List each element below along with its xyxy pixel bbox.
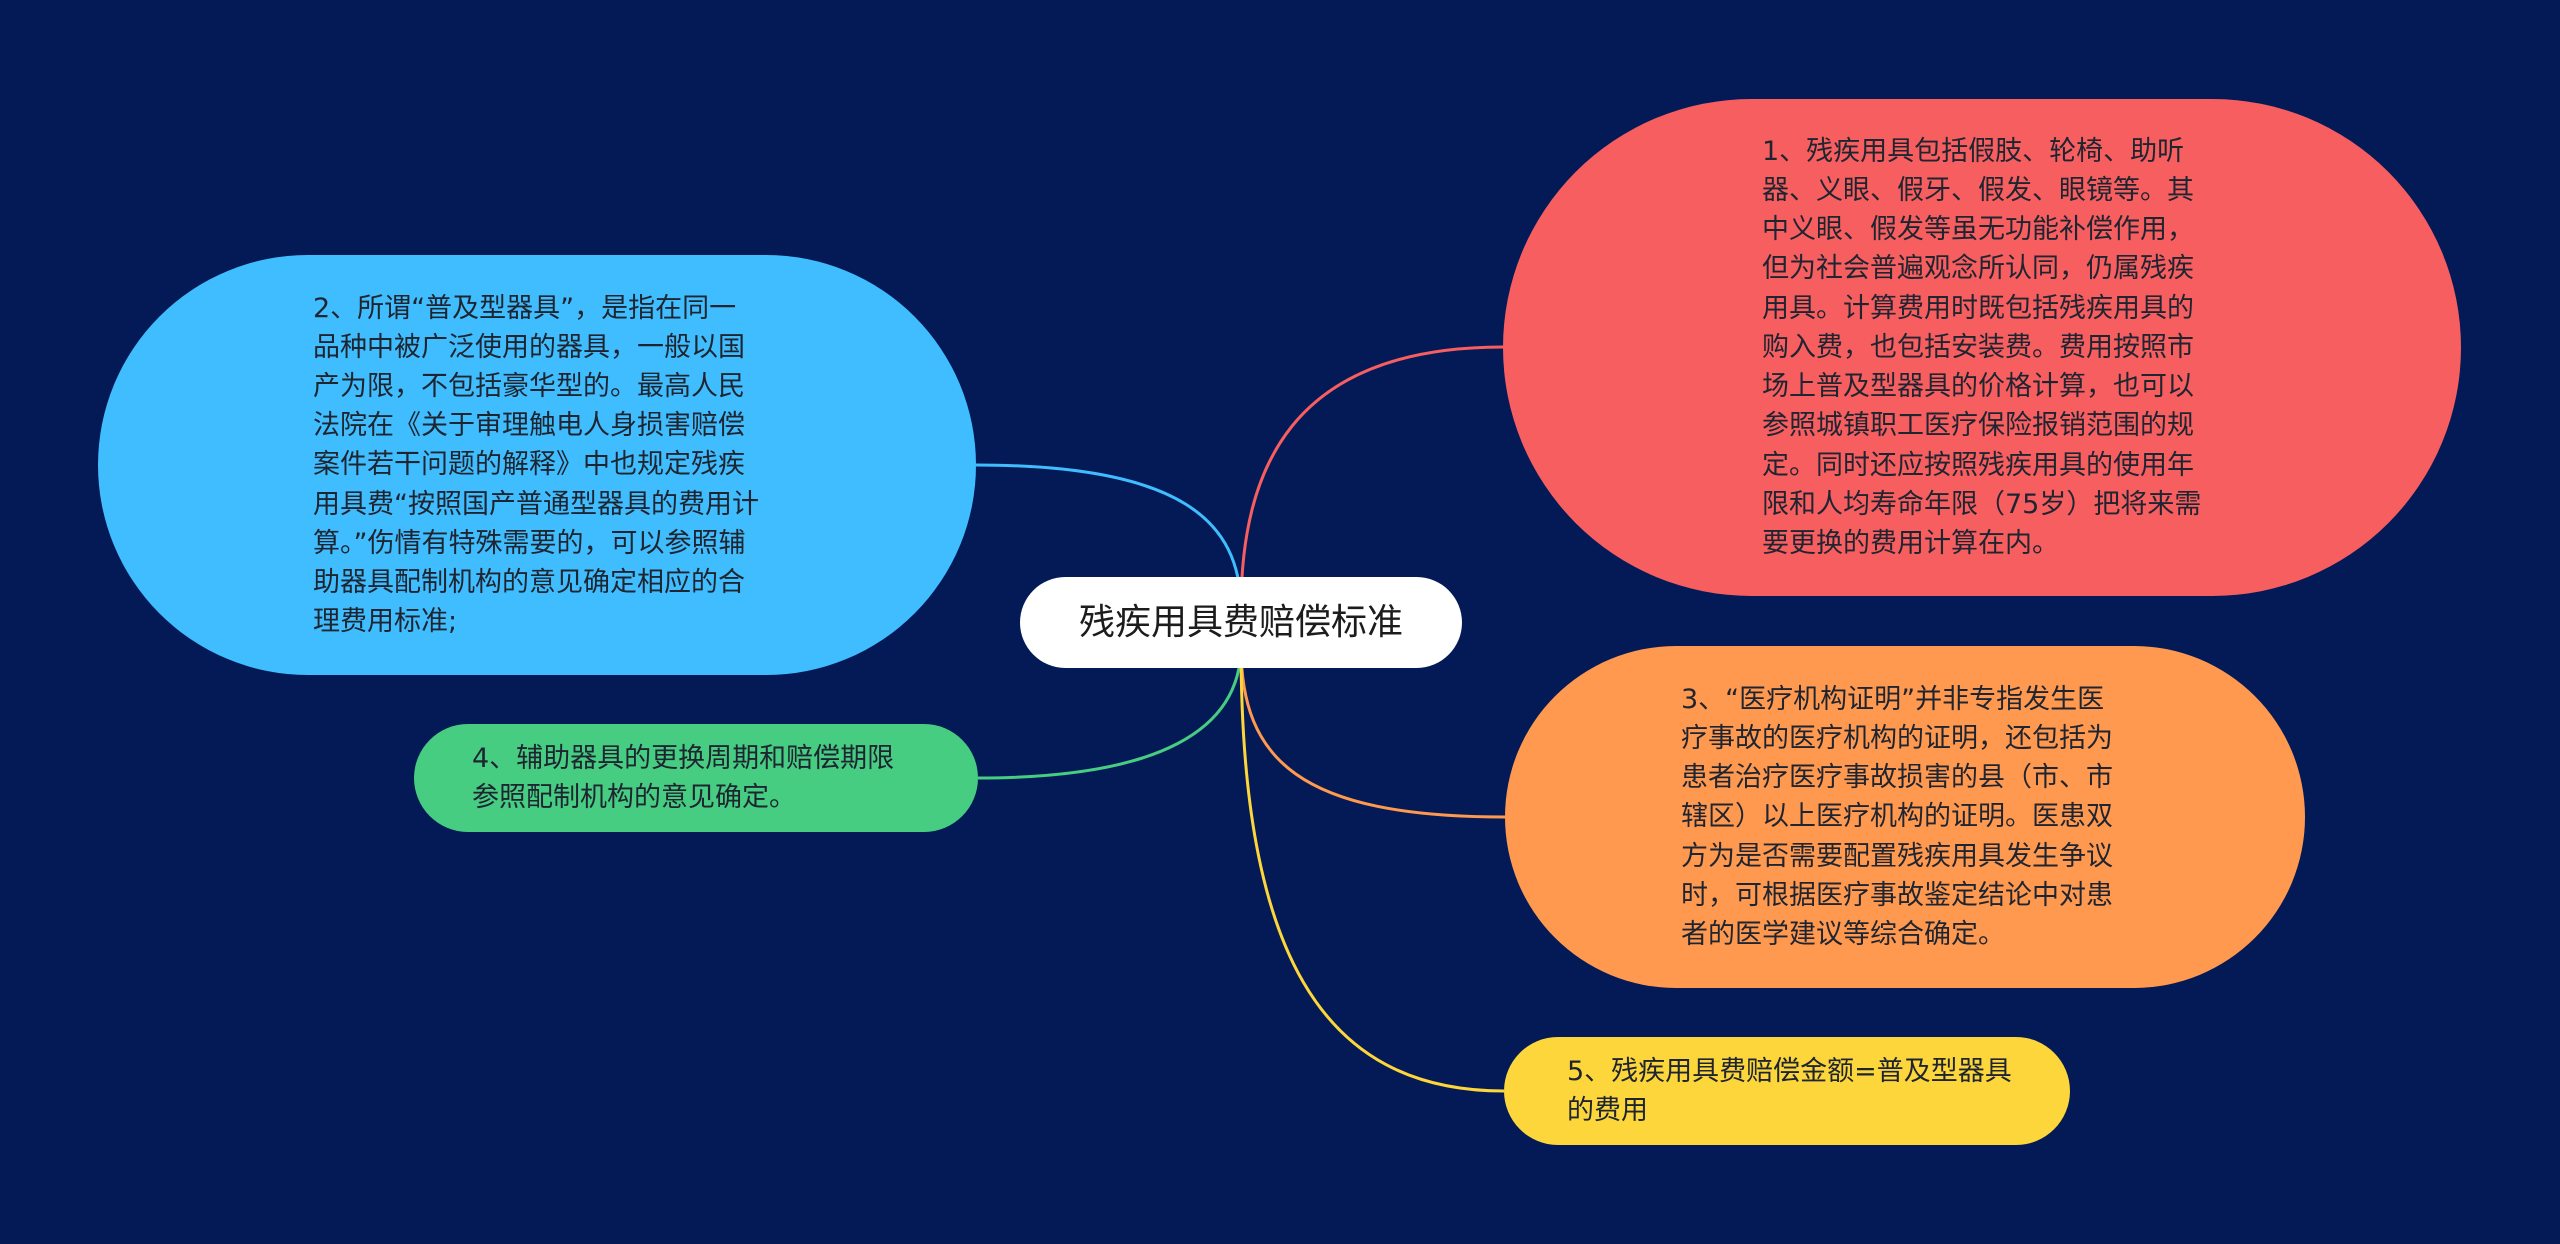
connector-n1 xyxy=(1239,345,1504,611)
topic-node-5[interactable]: 5、残疾用具费赔偿金额=普及型器具的费用 xyxy=(1504,1037,2070,1145)
connector-n4 xyxy=(977,645,1243,780)
topic-node-3[interactable]: 3、“医疗机构证明”并非专指发生医疗事故的医疗机构的证明，还包括为患者治疗医疗事… xyxy=(1505,646,2305,988)
topic-node-4-text: 4、辅助器具的更换周期和赔偿期限参照配制机构的意见确定。 xyxy=(472,742,895,813)
topic-node-1-text: 1、残疾用具包括假肢、轮椅、助听器、义眼、假牙、假发、眼镜等。其中义眼、假发等虽… xyxy=(1762,135,2202,559)
topic-node-5-text: 5、残疾用具费赔偿金额=普及型器具的费用 xyxy=(1567,1055,2012,1126)
connector-n3 xyxy=(1239,645,1506,819)
topic-node-2-text: 2、所谓“普及型器具”，是指在同一品种中被广泛使用的器具，一般以国产为限，不包括… xyxy=(313,292,759,638)
connector-n2 xyxy=(975,463,1243,611)
connector-n5 xyxy=(1239,645,1505,1093)
topic-node-2[interactable]: 2、所谓“普及型器具”，是指在同一品种中被广泛使用的器具，一般以国产为限，不包括… xyxy=(98,255,976,675)
topic-node-3-text: 3、“医疗机构证明”并非专指发生医疗事故的医疗机构的证明，还包括为患者治疗医疗事… xyxy=(1681,683,2113,950)
central-topic-label: 残疾用具费赔偿标准 xyxy=(1078,601,1403,643)
topic-node-1[interactable]: 1、残疾用具包括假肢、轮椅、助听器、义眼、假牙、假发、眼镜等。其中义眼、假发等虽… xyxy=(1503,99,2461,596)
central-topic[interactable]: 残疾用具费赔偿标准 xyxy=(1020,577,1462,668)
topic-node-4[interactable]: 4、辅助器具的更换周期和赔偿期限参照配制机构的意见确定。 xyxy=(414,724,978,832)
